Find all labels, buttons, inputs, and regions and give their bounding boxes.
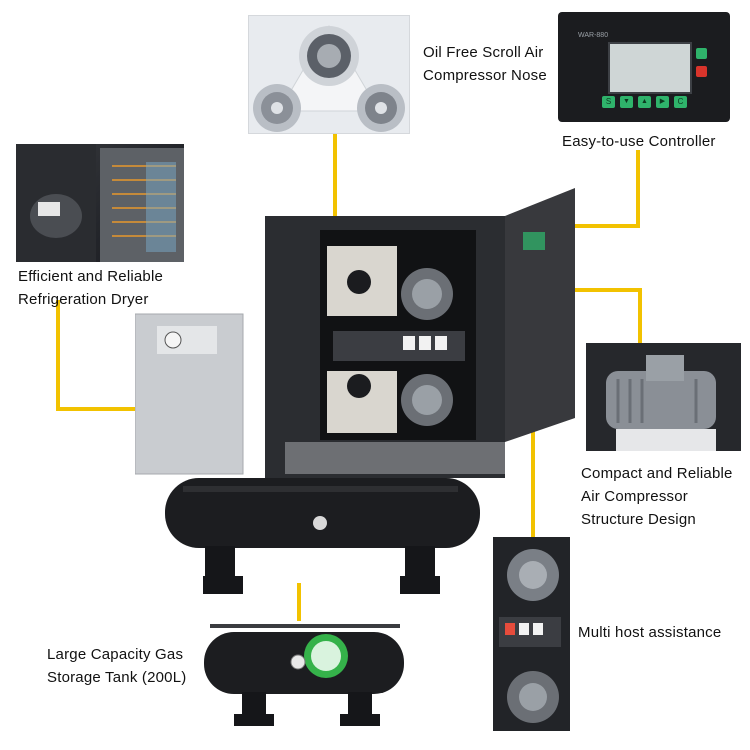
label-controller: Easy-to-use Controller	[562, 133, 716, 150]
controller-run-button[interactable]	[696, 48, 707, 59]
connector-compact-v	[638, 288, 642, 344]
motor-illustration	[586, 343, 741, 451]
label-oil-free-scroll-line1: Oil Free Scroll Air	[423, 44, 544, 61]
scroll-nose-photo	[248, 15, 410, 134]
multi-host-illustration	[493, 537, 570, 731]
connector-dryer-v	[56, 300, 60, 410]
controller-button-down[interactable]: ▼	[620, 96, 633, 108]
controller-button-right[interactable]: ▶	[656, 96, 669, 108]
motor-photo	[586, 343, 741, 451]
connector-dryer-h	[56, 407, 136, 411]
label-multi-host: Multi host assistance	[578, 624, 722, 641]
label-compact: Compact and Reliable Air Compressor Stru…	[581, 462, 733, 531]
controller-button-s[interactable]: S	[602, 96, 615, 108]
machine-illustration	[134, 188, 575, 594]
scroll-nose-illustration	[253, 25, 405, 132]
controller-button-up[interactable]: ▲	[638, 96, 651, 108]
label-dryer-line1: Efficient and Reliable	[18, 268, 164, 285]
connector-controller-v	[636, 150, 640, 228]
multi-host-photo	[493, 537, 570, 731]
label-tank-line1: Large Capacity Gas	[47, 646, 184, 663]
connector-controller-h	[555, 224, 640, 228]
controller-button-c[interactable]: C	[674, 96, 687, 108]
label-compact-line3: Structure Design	[581, 511, 696, 528]
label-oil-free-scroll-line2: Compressor Nose	[423, 67, 547, 84]
dryer-photo	[16, 144, 184, 262]
label-tank-line2: Storage Tank (200L)	[47, 669, 187, 686]
connector-tank	[297, 583, 301, 621]
controller-model-text: WAR-880	[578, 32, 609, 39]
label-compact-line1: Compact and Reliable	[581, 465, 733, 482]
label-oil-free-scroll: Oil Free Scroll Air Compressor Nose	[423, 41, 547, 87]
controller-buttons-row: S ▼ ▲ ▶ C	[602, 96, 687, 108]
connector-multi-v	[531, 376, 535, 540]
label-dryer-line2: Refrigeration Dryer	[18, 291, 149, 308]
connector-scroll-nose	[333, 128, 337, 220]
tank-illustration	[204, 624, 404, 726]
controller-screen	[608, 42, 692, 94]
controller-stop-button[interactable]	[696, 66, 707, 77]
dryer-illustration	[16, 144, 184, 262]
label-tank: Large Capacity Gas Storage Tank (200L)	[47, 643, 186, 689]
label-compact-line2: Air Compressor	[581, 488, 688, 505]
controller-photo: WAR-880 S ▼ ▲ ▶ C	[558, 12, 730, 122]
label-dryer: Efficient and Reliable Refrigeration Dry…	[18, 265, 163, 311]
tank-photo	[198, 618, 413, 730]
main-machine	[134, 186, 580, 606]
